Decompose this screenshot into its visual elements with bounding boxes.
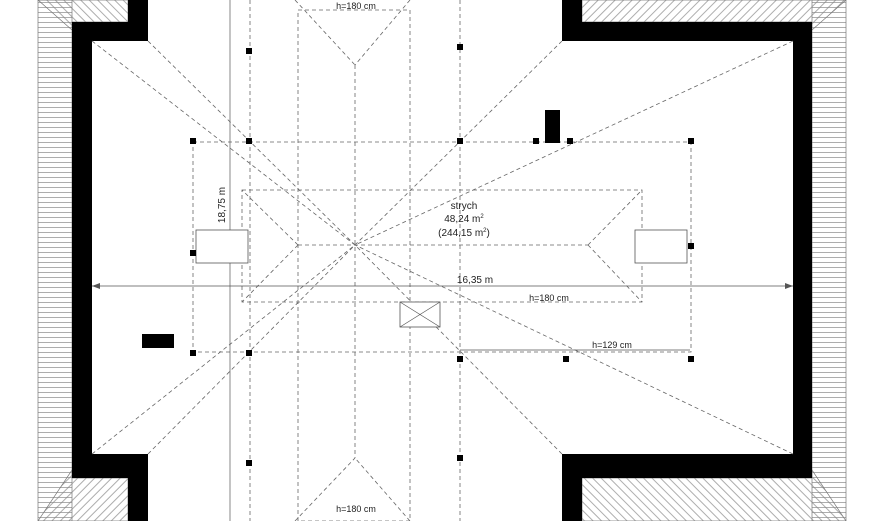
room-area-total: (244,15 m2) [438,228,490,239]
chimney [545,110,560,143]
exterior-walls [72,0,812,521]
roof-window-left [195,229,249,264]
height-label-bottom: h=180 cm [336,504,376,514]
roof-window-right [634,229,688,264]
attic-hatch [399,301,441,328]
height-label-top: h=180 cm [336,1,376,11]
room-name: strych [451,201,478,212]
posts [190,44,694,466]
room-area: 48,24 m2 [444,214,484,225]
dimension-width-label: 16,35 m [457,275,493,286]
height-label-right: h=180 cm [529,293,569,303]
height-label-lower-right: h=129 cm [592,340,632,350]
roof-hip-lines [91,0,794,521]
eave-left [37,0,73,521]
dimension-width [92,283,793,289]
knee-wall-outlines [192,0,692,521]
dimension-depth-label: 18,75 m [217,187,228,223]
eave-right [811,0,847,521]
ventilation-block [142,334,174,348]
